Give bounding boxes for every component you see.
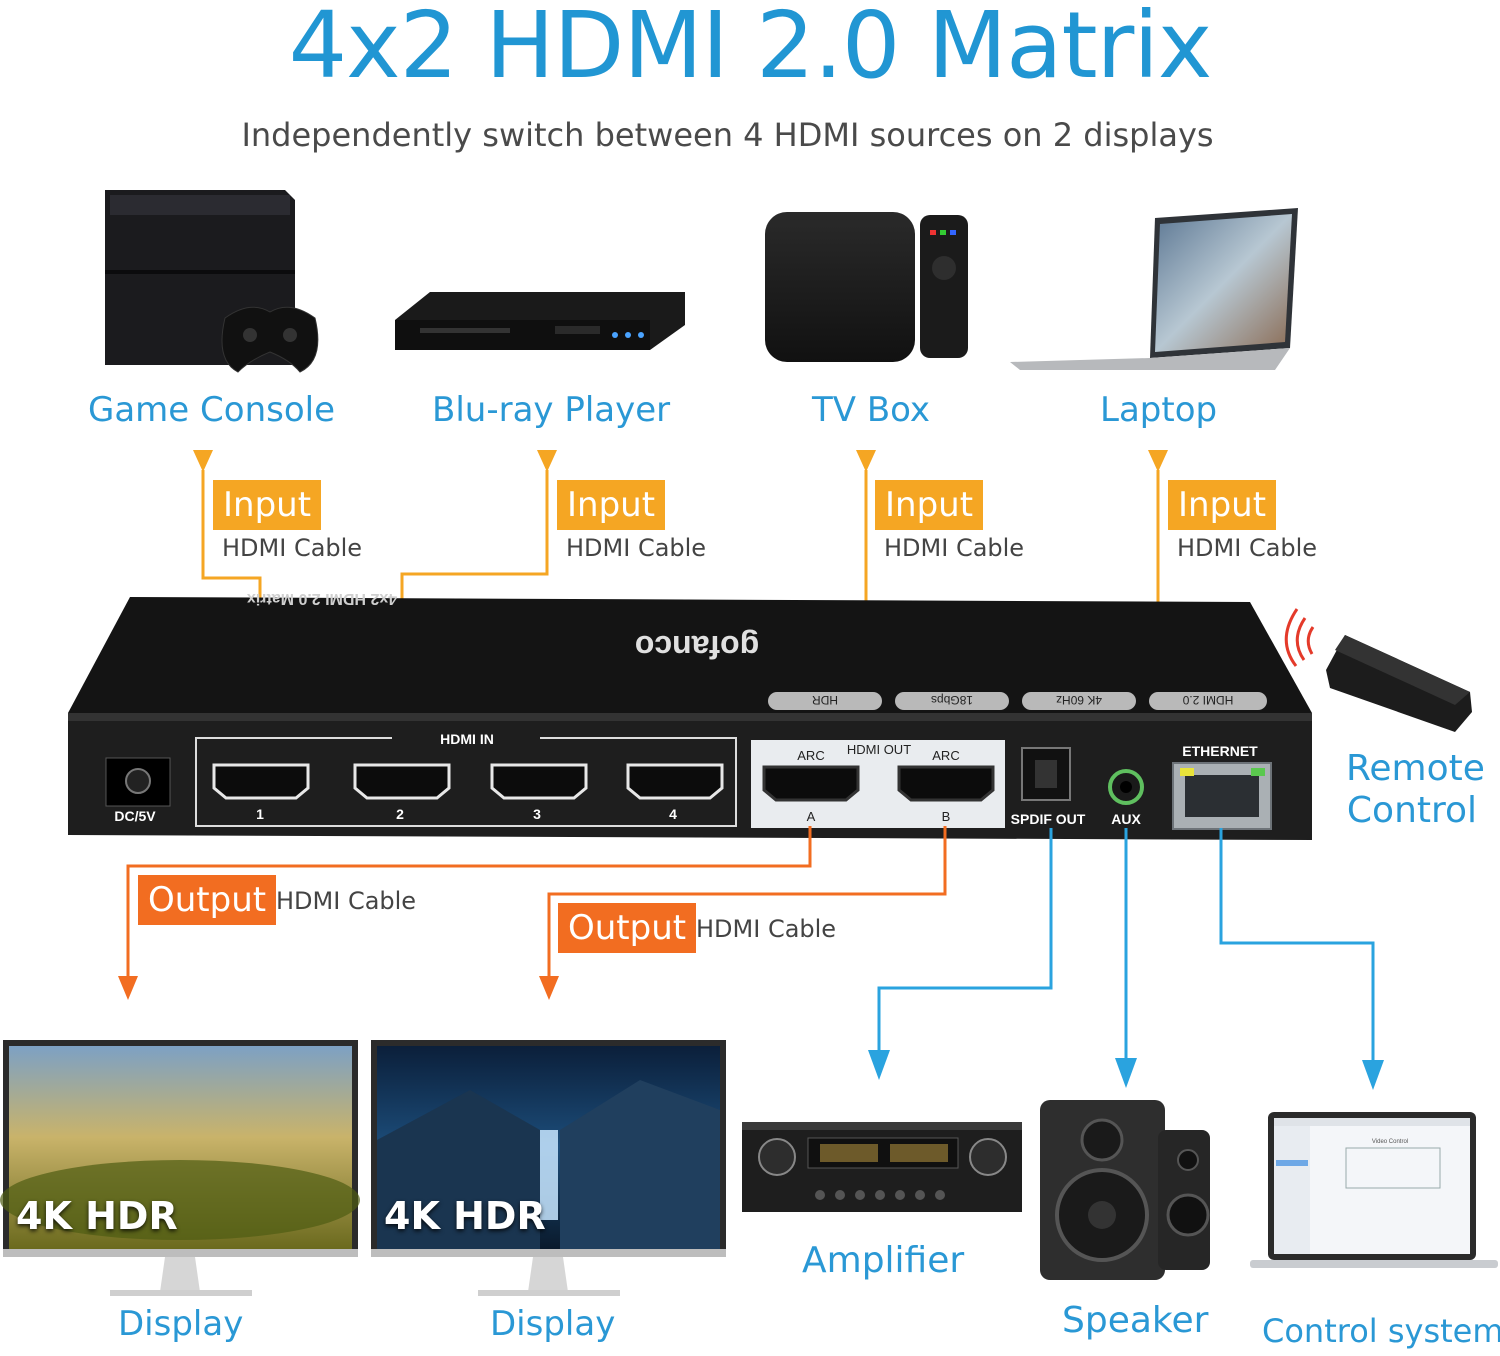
source-label-blu-ray: Blu-ray Player: [432, 390, 671, 430]
spdif-label: SPDIF OUT: [1011, 811, 1086, 827]
audio-network-cables: [877, 828, 1375, 1062]
source-label-tv-box: TV Box: [812, 390, 931, 430]
input-cable-label-1: HDMI Cable: [222, 534, 363, 562]
device-top-label: 4x2 HDMI 2.0 Matrix: [247, 590, 397, 607]
input-badge-1: Input: [213, 480, 322, 530]
output-badge-1: Output: [138, 875, 277, 925]
source-label-laptop: Laptop: [1100, 390, 1218, 430]
input-port-2-label: 2: [396, 806, 404, 822]
control-screen-heading: Video Control: [1372, 1139, 1408, 1145]
display-2-label: Display: [490, 1304, 616, 1344]
input-port-4-label: 4: [669, 806, 677, 822]
display-2-overlay: 4K HDR: [384, 1194, 546, 1238]
output-cables: [126, 826, 947, 980]
remote-control-image: [1284, 608, 1472, 732]
remote-label-line2: Control: [1346, 790, 1478, 831]
input-badge-3: Input: [875, 480, 984, 530]
feature-pill-3: 4K 60Hz: [1056, 693, 1102, 707]
display-1-label: Display: [118, 1304, 244, 1344]
input-port-3-label: 3: [533, 806, 541, 822]
aux-label: AUX: [1111, 811, 1141, 827]
output-port-a-label: A: [807, 809, 816, 824]
input-arrowheads: [193, 450, 1168, 472]
control-system-label: Control system: [1262, 1312, 1500, 1350]
input-badge-4: Input: [1168, 480, 1277, 530]
audio-network-ports: [1021, 747, 1272, 830]
input-port-1-label: 1: [256, 806, 264, 822]
output-arrowheads: [118, 976, 559, 1000]
dc-label: DC/5V: [114, 808, 156, 824]
device-brand: gofanco: [635, 629, 759, 665]
display-1-overlay: 4K HDR: [16, 1194, 178, 1238]
tv-box-image: [765, 212, 968, 362]
speaker-image: [1040, 1100, 1210, 1280]
input-cable-label-3: HDMI Cable: [884, 534, 1025, 562]
blu-ray-player-image: [395, 292, 685, 350]
audio-network-arrowheads: [868, 1050, 1384, 1090]
remote-label: Remote Control: [1346, 748, 1485, 832]
hdmi-out-label: HDMI OUT: [847, 742, 911, 757]
control-system-image: [1250, 1112, 1498, 1268]
output-cable-label-1: HDMI Cable: [276, 887, 417, 915]
input-badge-2: Input: [557, 480, 666, 530]
arc-label-a: ARC: [797, 748, 824, 763]
laptop-image: [1010, 208, 1298, 370]
feature-pill-1: HDR: [812, 693, 838, 707]
hdmi-output-ports: [762, 765, 995, 802]
output-port-b-label: B: [942, 809, 951, 824]
game-console-image: [105, 190, 319, 373]
source-label-game-console: Game Console: [88, 390, 335, 430]
page-title: 4x2 HDMI 2.0 Matrix: [288, 0, 1213, 99]
speaker-label: Speaker: [1062, 1300, 1209, 1341]
output-badge-2: Output: [558, 903, 697, 953]
arc-label-b: ARC: [932, 748, 959, 763]
hdmi-in-label: HDMI IN: [440, 731, 494, 747]
feature-pill-2: 18Gbps: [931, 693, 973, 707]
amplifier-image: [742, 1122, 1022, 1212]
output-cable-label-2: HDMI Cable: [696, 915, 837, 943]
feature-pill-4: HDMI 2.0: [1182, 693, 1233, 707]
amplifier-label: Amplifier: [802, 1240, 965, 1281]
hdmi-input-ports: [212, 763, 724, 800]
display-2-image: [371, 1040, 726, 1296]
remote-label-line1: Remote: [1346, 748, 1485, 789]
input-cable-label-2: HDMI Cable: [566, 534, 707, 562]
input-cable-label-4: HDMI Cable: [1177, 534, 1318, 562]
ethernet-label: ETHERNET: [1182, 743, 1258, 759]
display-1-image: [0, 1040, 360, 1296]
page-subtitle: Independently switch between 4 HDMI sour…: [241, 116, 1214, 154]
